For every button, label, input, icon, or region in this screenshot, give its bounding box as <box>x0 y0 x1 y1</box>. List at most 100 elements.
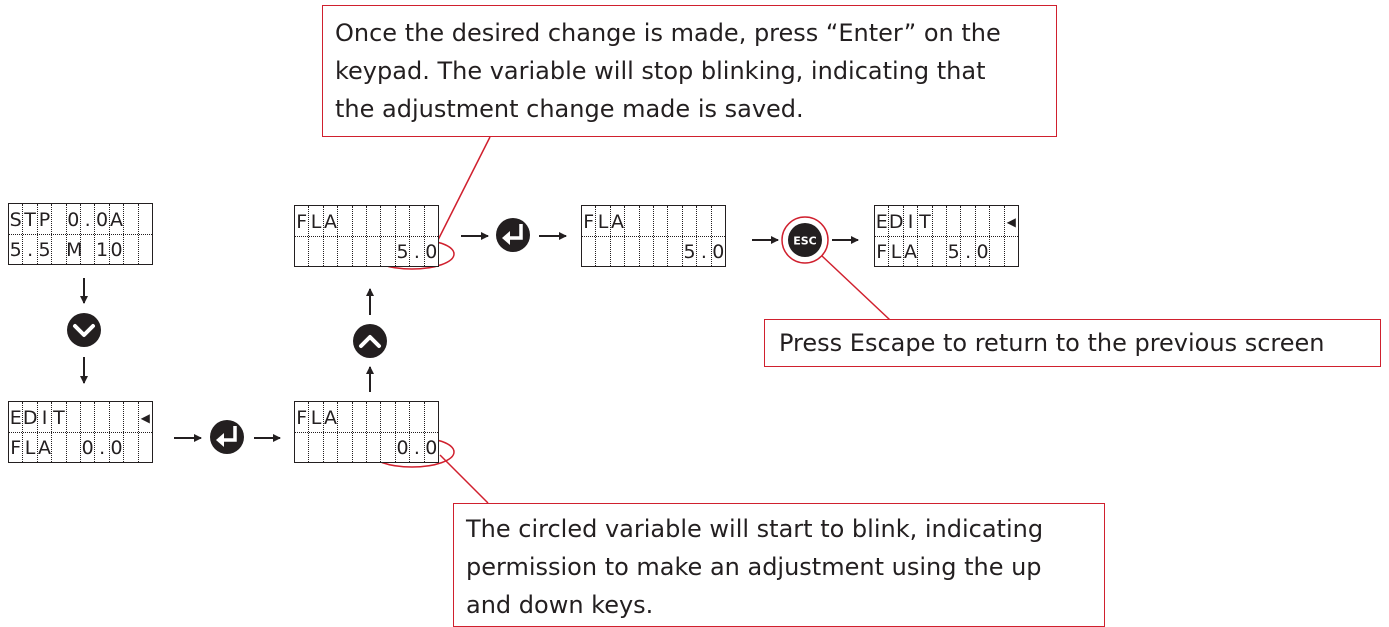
lcd-char: . <box>84 209 91 231</box>
enter-key-icon <box>210 420 244 454</box>
lcd-char: . <box>700 241 707 263</box>
callout-enter-line-2: keypad. The variable will stop blinking,… <box>335 57 986 85</box>
lcd-grid <box>295 402 439 462</box>
lcd-char: . <box>99 437 106 459</box>
lcd-row-2: 0.0 <box>295 433 438 463</box>
lcd-grid <box>582 206 726 266</box>
lcd-char: F <box>583 211 595 233</box>
lcd-char: D <box>888 211 904 233</box>
callout-escape-text: Press Escape to return to the previous s… <box>779 329 1325 357</box>
lcd-char: 0 <box>712 241 725 263</box>
leader-line-blink-note <box>439 454 489 504</box>
lcd-char: F <box>10 437 22 459</box>
lcd-grid-line <box>9 234 152 235</box>
lcd-char: 0 <box>976 241 989 263</box>
lcd-char: 5 <box>683 241 696 263</box>
lcd-char: T <box>24 209 36 231</box>
lcd-char: 0 <box>96 209 109 231</box>
escape-key-icon: ESC <box>781 216 829 264</box>
lcd-char: F <box>296 211 308 233</box>
callout-enter-line-3: the adjustment change made is saved. <box>335 95 804 123</box>
lcd-char: F <box>296 407 308 429</box>
lcd-char: A <box>109 209 123 231</box>
callout-escape-note: Press Escape to return to the previous s… <box>764 319 1381 367</box>
lcd-grid-line <box>295 236 438 237</box>
lcd-grid <box>9 204 153 264</box>
lcd-char: . <box>965 241 972 263</box>
lcd-char: L <box>24 437 36 459</box>
lcd-char: 0 <box>425 241 438 263</box>
lcd-grid-line <box>152 402 153 462</box>
cursor-arrow-icon: ◀ <box>140 411 150 425</box>
callout-blink-line-1: The circled variable will start to blink… <box>466 515 1044 543</box>
lcd-char: D <box>22 407 38 429</box>
lcd-grid-line <box>438 206 439 266</box>
callout-blink-note: The circled variable will start to blink… <box>453 503 1105 627</box>
lcd-char: A <box>610 211 624 233</box>
lcd-grid-line <box>875 236 1018 237</box>
lcd-char: 0 <box>67 209 80 231</box>
lcd-char: L <box>890 241 902 263</box>
lcd-grid <box>295 206 439 266</box>
lcd-char: M <box>66 239 83 261</box>
lcd-grid-line <box>438 402 439 462</box>
lcd-char: I <box>41 407 48 429</box>
lcd-grid-line <box>1018 206 1019 266</box>
lcd-char: A <box>323 211 337 233</box>
lcd-char: 5 <box>947 241 960 263</box>
lcd-char: 5 <box>38 239 51 261</box>
cursor-arrow-icon: ◀ <box>1006 215 1016 229</box>
lcd-char: S <box>9 209 22 231</box>
lcd-char: 5 <box>9 239 22 261</box>
lcd-grid <box>9 402 153 462</box>
lcd-char: 0 <box>396 437 409 459</box>
leader-line-escape-note <box>821 255 891 321</box>
lcd-char: F <box>876 241 888 263</box>
callout-enter-line-1: Once the desired change is made, press “… <box>335 19 1001 47</box>
lcd-char: . <box>27 239 34 261</box>
lcd-char: L <box>310 211 322 233</box>
lcd-char: A <box>903 241 917 263</box>
lcd-char: 0 <box>425 437 438 459</box>
lcd-char: A <box>323 407 337 429</box>
lcd-row-2: 5.0 <box>582 237 725 267</box>
lcd-grid-line <box>295 432 438 433</box>
lcd-row-2: 5.0 <box>295 237 438 267</box>
lcd-char: 1 <box>96 239 109 261</box>
lcd-char: E <box>9 407 22 429</box>
lcd-char: T <box>919 211 931 233</box>
leader-line-enter-note <box>437 136 491 241</box>
lcd-char: L <box>310 407 322 429</box>
lcd-char: E <box>875 211 888 233</box>
lcd-grid <box>875 206 1019 266</box>
lcd-char: A <box>37 437 51 459</box>
lcd-char: 5 <box>396 241 409 263</box>
enter-key-icon <box>496 218 530 252</box>
callout-blink-line-2: permission to make an adjustment using t… <box>466 553 1042 581</box>
callout-blink-line-3: and down keys. <box>466 591 654 619</box>
lcd-char: 0 <box>110 437 123 459</box>
lcd-char: 0 <box>81 437 94 459</box>
callout-enter-note: Once the desired change is made, press “… <box>322 5 1057 137</box>
lcd-char: I <box>907 211 914 233</box>
lcd-char: . <box>413 437 420 459</box>
lcd-char: P <box>38 209 51 231</box>
lcd-char: 0 <box>110 239 123 261</box>
lcd-char: . <box>413 241 420 263</box>
lcd-grid-line <box>725 206 726 266</box>
